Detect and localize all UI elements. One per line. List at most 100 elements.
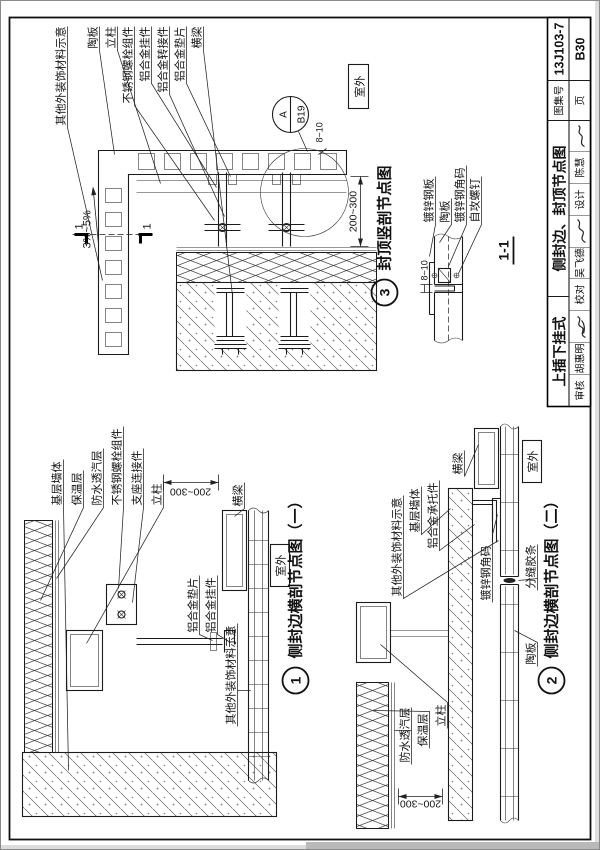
ceramic-panel-section xyxy=(499,423,520,824)
label-joint-gasket: 分缝胶条 xyxy=(524,545,538,589)
checker-signature xyxy=(577,219,586,244)
mullion-tube xyxy=(355,601,392,664)
detail-3-number: 3 xyxy=(377,288,393,296)
detail-1-title: 1 侧封边横剖节点图（一） xyxy=(281,493,310,695)
section-1-1-title: 1-1 xyxy=(496,236,515,265)
slope-text: 3%~5% xyxy=(82,210,94,248)
mullion-tube xyxy=(65,629,104,692)
scan-shadow-bottom-dark xyxy=(306,842,599,849)
dim-text: 200~300 xyxy=(400,798,441,810)
drawing-canvas: 200~300 室外 基层墙体 保温层 防水透汽层 不锈钢螺栓组件 支座连接件 … xyxy=(8,16,592,841)
joint-dim-text: 8~10 xyxy=(420,260,430,280)
dimension-200-300: 200~300 xyxy=(398,788,443,810)
outdoor-box: 室外 xyxy=(347,63,370,110)
coping-plank-L xyxy=(97,149,348,356)
scan-shadow-right xyxy=(595,1,599,849)
label-hook: 铝合金挂件 xyxy=(204,578,218,633)
page-label: 页 xyxy=(575,96,587,106)
transom-tube xyxy=(221,509,248,592)
joint-gasket xyxy=(503,578,516,583)
page-number: B30 xyxy=(574,37,588,60)
label-membrane: 防水透汽层 xyxy=(398,708,412,763)
vapor-membrane-lines xyxy=(55,520,59,753)
galvanized-sheet xyxy=(428,261,456,316)
detail-2-drawing: 200~300 室外 xyxy=(355,423,543,829)
section-cut-marks: 1 1 xyxy=(72,223,154,244)
transom-tube xyxy=(473,427,500,490)
dimension-200-300: 200~300 xyxy=(163,474,219,498)
outdoor-label: 室外 xyxy=(526,451,540,473)
insulation-band xyxy=(176,252,377,283)
sheet-frame xyxy=(8,16,592,841)
label-membrane: 防水透汽层 xyxy=(90,451,104,506)
outdoor-box: 室外 xyxy=(269,543,291,588)
label-adapter: 铝合金转接件 xyxy=(156,27,170,93)
sheet-title: 侧封边、封顶节点图 xyxy=(552,146,568,272)
steel-beam-1 xyxy=(214,282,247,355)
detail-2-number: 2 xyxy=(544,676,560,684)
label-support-connector: 支座连接件 xyxy=(130,451,144,506)
label-bolt-set: 不锈钢螺栓组件 xyxy=(110,429,124,506)
support-connector xyxy=(105,583,138,626)
label-mullion: 立柱 xyxy=(104,27,118,49)
label-self-tapping-screw: 自攻螺钉 xyxy=(468,179,482,223)
section-number-bottom: 1 xyxy=(142,223,154,229)
ceramic-panel-section xyxy=(247,507,270,784)
detail-3-title: 3 封顶竖剖节点图 xyxy=(370,165,399,307)
label-ceramic-panel: 陶板 xyxy=(438,201,452,223)
detail-2-title: 2 侧封边横剖节点图（二） xyxy=(537,493,566,695)
label-galvanized-sheet: 镀锌钢板 xyxy=(422,179,436,223)
joint-dim: 8~10 xyxy=(315,122,327,155)
detail-1-title-text: 侧封边横剖节点图（一） xyxy=(287,493,305,658)
break-lines xyxy=(500,423,519,824)
galvanized-angle xyxy=(437,267,452,284)
label-base-wall: 基层墙体 xyxy=(50,462,64,506)
label-transom: 横梁 xyxy=(231,485,245,507)
joint-dimension: 8~10 xyxy=(420,260,433,293)
atlas-number-label: 图集号 xyxy=(553,86,566,116)
mullion-continuation xyxy=(390,630,449,637)
label-ceramic-panel: 陶板 xyxy=(86,27,100,49)
detail-ref-bubble: A B19 xyxy=(271,95,310,152)
label-other-cladding: 其他外装饰材料示意 xyxy=(54,27,68,126)
reviewer-name: 胡惠明 xyxy=(574,344,587,374)
checker-name: 吴飞德 xyxy=(574,248,587,278)
insulation-band xyxy=(24,520,53,753)
slope-annotation: 3%~5% xyxy=(82,186,99,249)
label-insulation: 保温层 xyxy=(416,714,430,747)
label-insulation: 保温层 xyxy=(70,473,84,506)
designer-signature xyxy=(578,125,585,148)
detail-1-number-circle xyxy=(281,666,310,695)
label-transom: 横梁 xyxy=(190,27,204,49)
outdoor-label: 室外 xyxy=(353,76,367,98)
self-tapping-screws xyxy=(431,272,460,279)
label-galvanized-angle: 镀锌钢角码 xyxy=(453,168,467,223)
label-support-bracket: 铝合金承托件 xyxy=(426,483,440,549)
detail-2-leaders: 其他外装饰材料示意 基层墙体 铝合金承托件 横梁 防水透汽层 保温层 立柱 镀锌… xyxy=(372,444,538,765)
label-mullion: 立柱 xyxy=(434,705,448,727)
designer-name: 陈慧 xyxy=(574,158,587,178)
section-1-1-title-text: 1-1 xyxy=(496,240,512,260)
detail-3-leaders: 其他外装饰材料示意 陶板 立柱 不锈钢螺栓组件 铝合金挂件 铝合金转接件 铝合金… xyxy=(54,26,233,296)
dim-text: 200~300 xyxy=(348,191,360,232)
label-mullion: 立柱 xyxy=(150,484,164,506)
detail-3-drawing: A B19 3%~5% 1 1 200~300 xyxy=(72,63,378,372)
dim-text: 200~300 xyxy=(170,486,211,498)
detail-2-number-circle xyxy=(537,666,566,695)
label-shim: 铝合金垫片 xyxy=(173,27,187,82)
label-other-cladding: 其他外装饰材料示意 xyxy=(390,498,404,597)
label-other-cladding: 其他外装饰材料示意 xyxy=(224,626,238,725)
hook-profile xyxy=(223,629,236,653)
detail-1-leaders: 基层墙体 保温层 防水透汽层 不锈钢螺栓组件 支座连接件 立柱 铝合金垫片 铝合… xyxy=(40,426,251,771)
label-bolt-set: 不锈钢螺栓组件 xyxy=(121,27,135,104)
label-transom: 横梁 xyxy=(451,453,465,475)
break-lines xyxy=(434,233,463,344)
enlargement-circle xyxy=(260,148,349,237)
detail-2-title-text: 侧封边横剖节点图（二） xyxy=(543,493,561,658)
label-galvanized-angle: 镀锌钢角码 xyxy=(479,546,493,601)
checker-label: 校对 xyxy=(574,285,587,305)
galvanized-angle xyxy=(491,497,501,521)
shim-plate xyxy=(210,632,217,651)
outdoor-box: 室外 xyxy=(521,439,543,484)
